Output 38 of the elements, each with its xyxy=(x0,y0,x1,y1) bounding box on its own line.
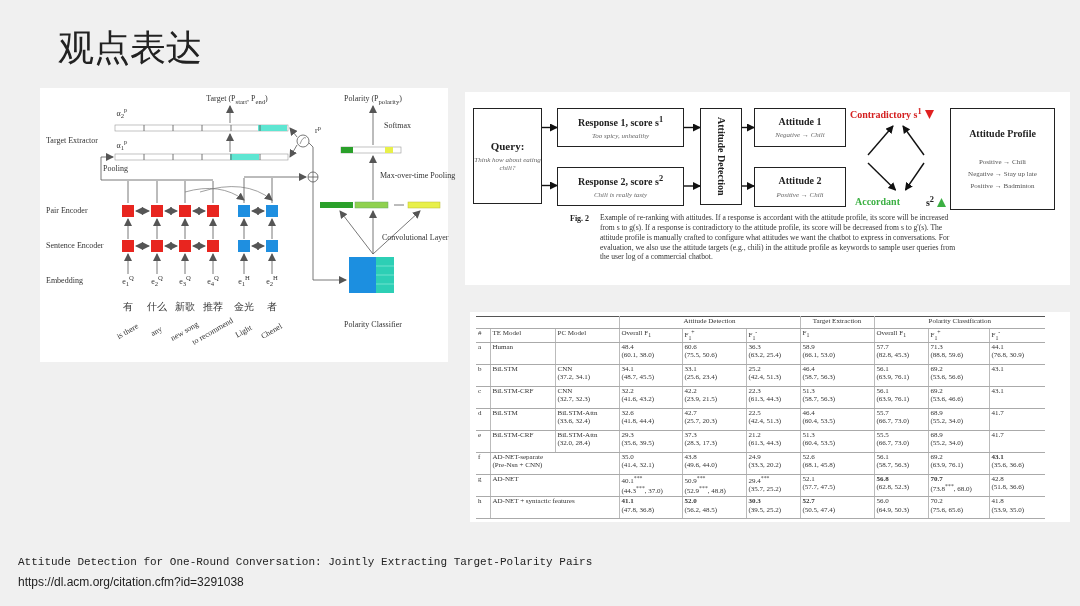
arrow xyxy=(904,162,925,191)
figure-number: Fig. 2 xyxy=(570,214,590,223)
arrow xyxy=(902,125,925,156)
figure-label: Embedding xyxy=(46,276,83,286)
arrow xyxy=(683,123,701,132)
figure-label: 金光 xyxy=(234,300,254,312)
citation-link: https://dl.acm.org/citation.cfm?id=3291038 xyxy=(18,575,244,589)
figure-label: Sentence Encoder xyxy=(46,241,104,251)
arrow xyxy=(741,123,755,132)
contradictory-label: Contradictory s$^{1}$ xyxy=(850,104,946,124)
citation-title: Attitude Detection for One-Round Conversation: Jointly Extracting Target-Polarity Pairs xyxy=(18,556,593,568)
figure-label: r$^{p}$ xyxy=(315,123,321,137)
detection-box: Attitude Detection xyxy=(700,108,742,205)
figure-label: Target Extractor xyxy=(46,136,98,146)
figure-label: is there xyxy=(115,322,141,342)
figure-label: Light xyxy=(234,323,254,341)
arrow xyxy=(541,123,558,132)
figure-label: 新歌 xyxy=(175,300,195,312)
arrow xyxy=(867,125,894,156)
figure-label: Softmax xyxy=(384,121,412,131)
figure-label: any xyxy=(149,325,165,339)
figure-label: Polarity (P$_{polarity}$) xyxy=(344,95,402,105)
figure-label: 者 xyxy=(267,300,277,312)
figure-label: Convolutional Layer xyxy=(382,233,449,243)
accordant-label: Accordant s$^{2}$ xyxy=(855,192,946,212)
figure-label: Max-over-time Pooling xyxy=(380,171,456,181)
arrow xyxy=(867,162,897,191)
arrow xyxy=(541,181,558,190)
arrow xyxy=(683,182,701,190)
figure-label: Polarity Classifier xyxy=(344,320,402,330)
figure-label: 推荐 xyxy=(203,300,223,312)
figure-label: 有 xyxy=(123,300,133,312)
figure-label: Target (P$_{start}$, P$_{end}$) xyxy=(206,95,268,105)
figure-label: Pooling xyxy=(103,164,128,174)
slide-title: 观点表达 xyxy=(58,26,202,70)
figure-label: 什么 xyxy=(147,300,167,312)
figure-label: Pair Encoder xyxy=(46,206,88,216)
arrow xyxy=(741,182,755,190)
